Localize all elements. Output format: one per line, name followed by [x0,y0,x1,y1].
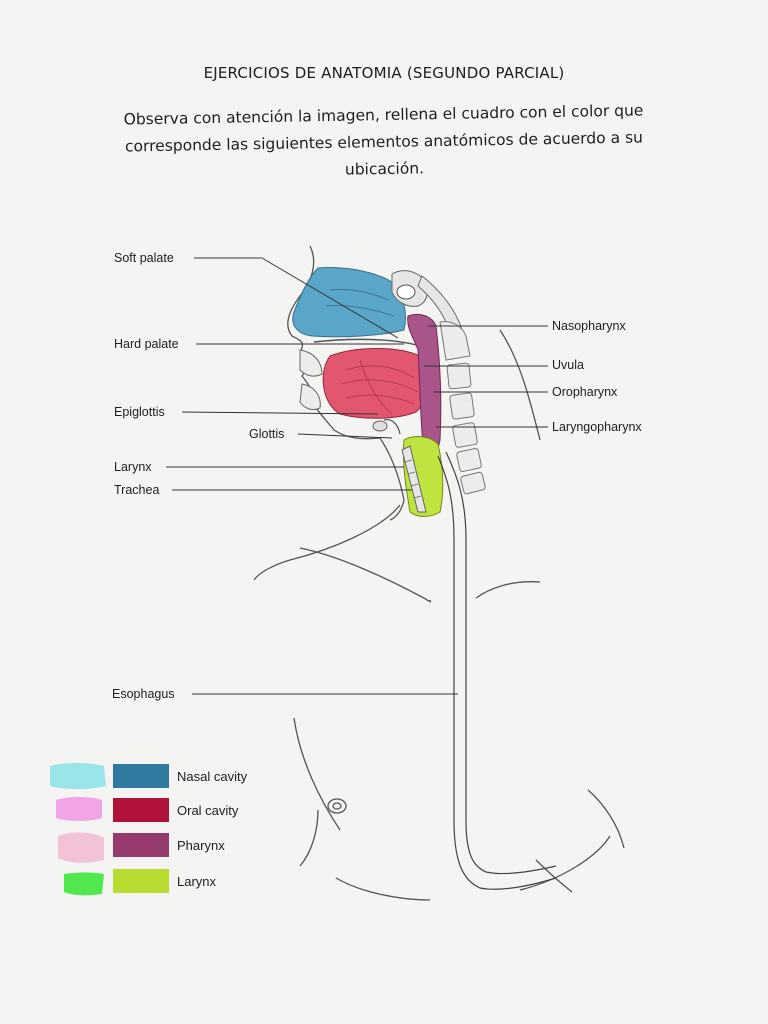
label-nasopharynx: Nasopharynx [552,319,626,333]
legend-color-swatch [113,833,169,857]
legend-marker-swatch [64,872,104,896]
label-hard-palate: Hard palate [114,337,179,351]
legend-marker-swatch [58,832,104,863]
legend-color-swatch [113,798,169,822]
label-larynx: Larynx [114,460,152,474]
hyoid-bone [372,420,388,432]
label-glottis: Glottis [249,427,284,441]
legend-label: Oral cavity [177,803,239,818]
lips [299,349,323,411]
esophagus-tube [437,451,557,890]
epiglottis-shape [383,419,401,435]
label-uvula: Uvula [552,358,584,372]
label-esophagus: Esophagus [112,687,175,701]
sinus [396,284,416,300]
page-title: EJERCICIOS DE ANATOMIA (SEGUNDO PARCIAL) [203,64,565,82]
label-laryngopharynx: Laryngopharynx [552,420,642,434]
legend-label: Pharynx [177,838,225,853]
label-epiglottis: Epiglottis [114,405,165,419]
legend-label: Larynx [177,874,217,889]
legend-marker-swatch [50,763,106,789]
nasal-cavity-region [292,267,406,338]
trachea-shape [401,445,427,513]
legend-label: Nasal cavity [177,769,248,784]
oral-cavity-region [322,348,429,419]
nasal-turbinates [325,289,395,317]
leader-lines [166,257,548,695]
label-oropharynx: Oropharynx [552,385,618,399]
tongue-muscle-lines [341,359,419,415]
palate-line [313,338,421,347]
label-trachea: Trachea [114,483,159,497]
vertebral-column [439,321,486,495]
legend-color-swatch [113,869,169,893]
legend-color-swatch [113,764,169,788]
legend-marker-swatch [56,797,102,821]
label-soft-palate: Soft palate [114,251,174,265]
larynx-region [402,436,444,517]
